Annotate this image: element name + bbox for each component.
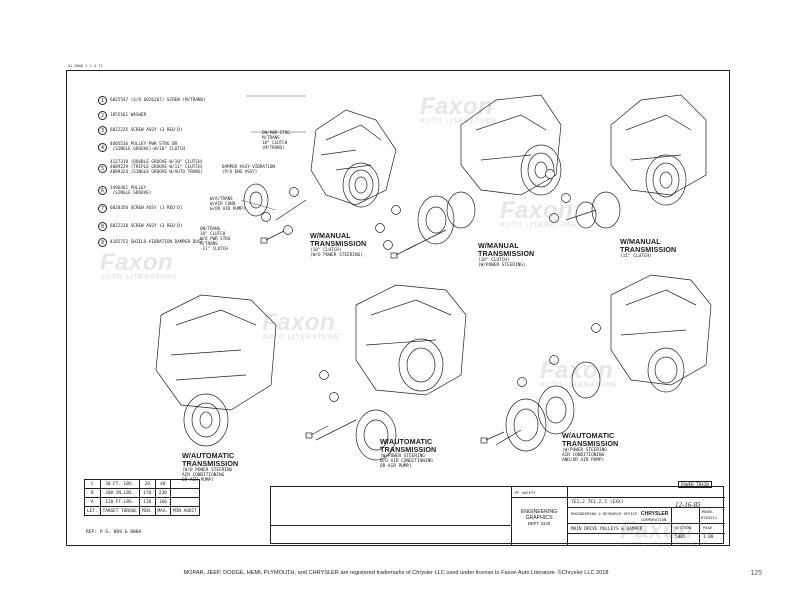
table-header-row: LET. TARGET TORQUE MIN. MAX. MIN AUDIT xyxy=(84,506,200,516)
table-cell xyxy=(170,488,200,498)
callout-5: 5 xyxy=(98,164,107,173)
table-cell xyxy=(170,479,200,489)
callout-6: 6 xyxy=(98,186,107,195)
part-7: 6020350 SCREW ASSY (3 REQ'D) xyxy=(110,206,183,211)
diagram-label-6: W/AUTOMATIC TRANSMISSION (W/POWER STEERI… xyxy=(562,431,619,464)
diagram-label-5: W/AUTOMATIC TRANSMISSION (W/POWER STEERI… xyxy=(380,437,437,470)
part-8: 6022238 SCREW ASSY (3 REQ'D) xyxy=(110,224,183,229)
table-cell: 170 xyxy=(138,488,156,498)
sheet-code: 01-0000 2 1 4 72 xyxy=(68,64,103,68)
col-section: SECTION xyxy=(675,525,692,530)
part-5: 4127319 (DOUBLE GROOVE-W/10" CLUTCH) 408… xyxy=(110,160,204,176)
table-header: LET. xyxy=(84,506,101,516)
part-2: 1855561 WASHER xyxy=(110,113,147,118)
bolt-d xyxy=(480,431,505,444)
col-model: MODEL xyxy=(702,509,714,514)
table-cell: 30 FT. LBS. xyxy=(99,479,140,489)
bolt-b xyxy=(260,229,287,244)
table-header: MIN AUDIT xyxy=(170,506,200,516)
callout-7: 7 xyxy=(98,204,107,213)
callout-9: 9 xyxy=(98,238,107,247)
engine-block-3 xyxy=(610,94,707,206)
table-row: C 30 FT. LBS. 20 40 xyxy=(84,479,200,489)
table-header: MIN. xyxy=(138,506,156,516)
bolt-c xyxy=(305,425,329,439)
drawing-title: MAIN DRIVE PULLEYS & DAMPER xyxy=(571,527,643,532)
table-row: A 120 FT.LBS. 110 160 xyxy=(84,497,200,507)
part-3: 6022225 SCREW ASSY (3 REQ'D) xyxy=(110,128,183,133)
table-cell xyxy=(170,497,200,507)
table-header: MAX. xyxy=(154,506,172,516)
section-number: 5085 xyxy=(675,535,686,540)
engine-block-2 xyxy=(460,94,562,196)
company-sub: CORPORATION xyxy=(641,517,667,522)
diagram-label-1: W/MANUAL TRANSMISSION (10" CLUTCH) (W/O … xyxy=(310,231,367,259)
table-cell: 110 xyxy=(138,497,156,507)
model-value: 7E1,2 7E1,2,5 (EXX) xyxy=(571,500,624,505)
part-4: 4005536 PULLEY-PWR STRG BR (SINGLE GROOV… xyxy=(110,142,186,153)
table-cell: 120 FT.LBS. xyxy=(99,497,140,507)
dept-block: ENGINEERING GRAPHICS DEPT. 2240 xyxy=(520,509,558,527)
table-cell: 40 xyxy=(154,479,172,489)
table-row: B 200 IN.LBS. 170 230 xyxy=(84,488,200,498)
table-header: TARGET TORQUE xyxy=(99,506,140,516)
part-6: 3496461 PULLEY (SINGLE GROOVE) xyxy=(110,186,152,197)
note-6: W/A/TRANS W/AIR COND &/OR AIR PUMP) xyxy=(210,196,246,211)
engine-block-5 xyxy=(355,284,467,461)
table-cell: 160 xyxy=(154,497,172,507)
torque-table: C 30 FT. LBS. 20 40 B 200 IN.LBS. 170 23… xyxy=(84,479,200,516)
safety-label: PF SAFETY xyxy=(515,490,536,495)
title-block: PF SAFETY 7E1,2 7E1,2,5 (EXX) ENGINEERIN… xyxy=(270,486,725,545)
company-name: CHRYSLER xyxy=(641,511,669,517)
page-number: 125 xyxy=(750,570,762,577)
drawing-number: 8703211 xyxy=(701,515,718,520)
table-cell: 230 xyxy=(154,488,172,498)
callout-2: 2 xyxy=(98,111,107,120)
diagram-label-3: W/MANUAL TRANSMISSION (11" CLUTCH) xyxy=(620,237,677,260)
drawing-date: 12-16-85 xyxy=(675,501,701,509)
note-5: DAMPER ASSY-VIBRATION (P/O ENG ASSY) xyxy=(222,164,275,174)
engine-block-6 xyxy=(610,274,712,393)
callout-4: 4 xyxy=(98,143,107,152)
callout-3: 3 xyxy=(98,126,107,135)
table-cell: 200 IN.LBS. xyxy=(99,488,140,498)
bolt-a xyxy=(390,244,417,259)
table-cell: 20 xyxy=(138,479,156,489)
drawing-sheet xyxy=(66,70,730,546)
table-cell: B xyxy=(84,488,101,498)
eng-office: ENGINEERING & RESEARCH OFFICE xyxy=(571,511,638,516)
trademark-footer: MOPAR, JEEP, DODGE, HEMI, PLYMOUTH, and … xyxy=(183,570,609,576)
note-4: ON/PWR STRG M/TRANS 10" CLUTCH (M/TRANS) xyxy=(262,130,290,150)
table-cell: A xyxy=(84,497,101,507)
page-value: 1.00 xyxy=(703,535,714,540)
part-1: 6025547 (S/O 6026267) SCREW (M/TRANS) xyxy=(110,98,206,103)
callout-8: 8 xyxy=(98,222,107,231)
note-8: ON/TRANS 10" CLUTCH W/O PWR STRG M/TRANS… xyxy=(200,226,231,251)
diagram-label-2: W/MANUAL TRANSMISSION (10" CLUTCH) (W/PO… xyxy=(478,241,535,269)
col-page: PAGE xyxy=(703,525,713,530)
callout-1: 1 xyxy=(98,96,107,105)
part-9: 4165753 SHIELD-VIBRATION DAMPER DUST xyxy=(110,240,204,245)
section-label: POWER TRAIN xyxy=(678,481,712,488)
engine-block-4 xyxy=(155,294,277,447)
engine-block-1 xyxy=(310,109,397,208)
pulley-exploded-views xyxy=(155,94,712,461)
reference-line: REF: P.S. 809 & 808A xyxy=(86,530,142,535)
table-cell: C xyxy=(84,479,101,489)
